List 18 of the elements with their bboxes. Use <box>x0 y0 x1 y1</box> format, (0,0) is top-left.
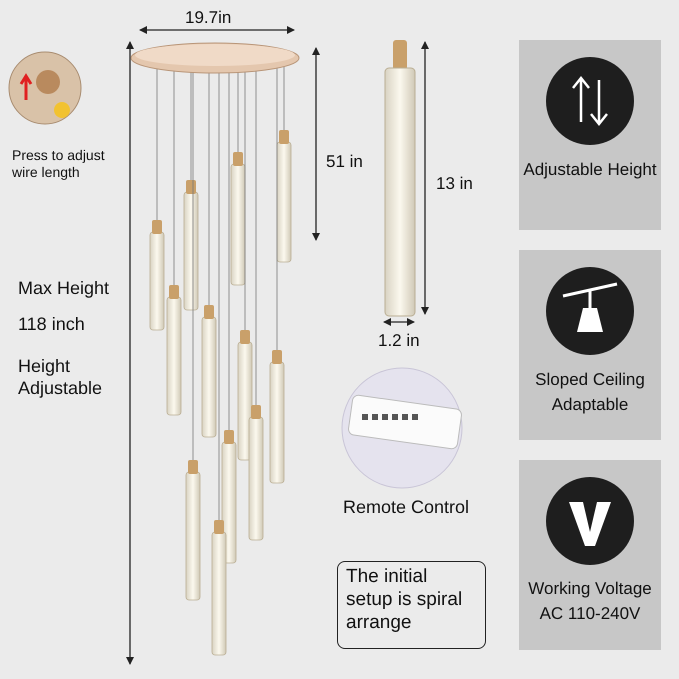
dimension-label: 19.7in <box>185 8 232 28</box>
note-box <box>337 561 486 649</box>
dimension-label: 13 in <box>436 174 473 194</box>
instruction-text: Press to adjust wire length <box>12 147 106 181</box>
feature-text: Sloped Ceiling Adaptable <box>534 369 646 416</box>
feature-panel <box>519 40 661 230</box>
feature-text: Adjustable Height <box>522 159 658 181</box>
dimension-label: 51 in <box>326 152 363 172</box>
feature-panel <box>519 460 661 650</box>
spec-text: 118 inch <box>18 314 85 336</box>
caption-text: Remote Control <box>343 497 470 519</box>
feature-panel <box>519 250 661 440</box>
feature-text: Working Voltage <box>527 578 653 600</box>
spec-text: Height Adjustable <box>18 356 104 400</box>
spec-text: Max Height <box>18 278 110 300</box>
dimension-label: 1.2 in <box>378 331 420 352</box>
feature-text: AC 110-240V <box>538 602 642 625</box>
note-text: The initial setup is spiral arrange <box>346 566 462 633</box>
